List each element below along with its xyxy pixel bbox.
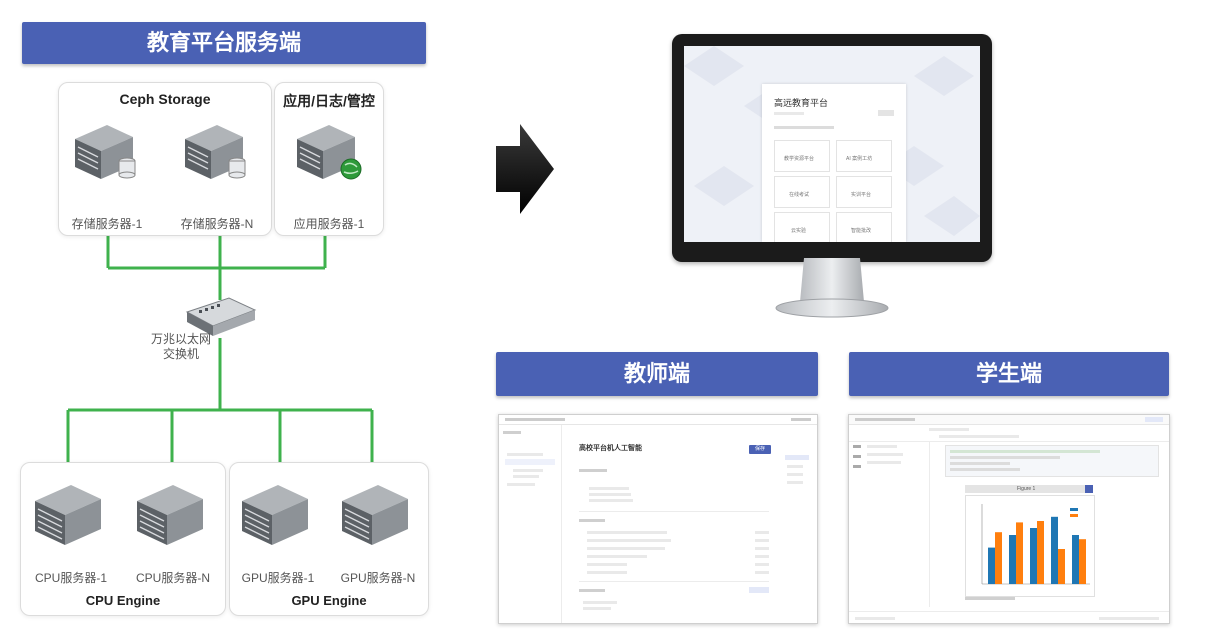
platform-card-3[interactable]: 在线考试 (774, 176, 830, 208)
platform-card-5-label: 云实验 (791, 228, 807, 234)
student-banner: 学生端 (849, 352, 1169, 396)
cpu-engine-title: CPU Engine (85, 593, 161, 608)
chart-bar (995, 532, 1002, 584)
teacher-screenshot: 高校平台机人工智能 保存 (498, 414, 818, 624)
platform-card-1[interactable]: 教学资源平台 (774, 140, 830, 172)
platform-card-6[interactable]: 智能批改 (836, 212, 892, 242)
teacher-banner: 教师端 (496, 352, 818, 396)
login-link[interactable] (878, 110, 894, 116)
gpu-server-1-icon (242, 485, 308, 545)
platform-title: 高远教育平台 (774, 98, 829, 108)
ceph-storage-panel: Ceph Storage 存储服务器-1 存储服务器-N (58, 82, 272, 236)
teacher-topbar (499, 415, 817, 425)
chart-bar (988, 547, 995, 584)
gpu-engine-panel: GPU服务器-1 GPU服务器-N GPU Engine (229, 462, 429, 616)
chart-bar (1072, 535, 1079, 584)
teacher-right-nav (785, 453, 813, 503)
network-lines (66, 232, 374, 462)
storage-server-n-label: 存储服务器-N (180, 217, 254, 231)
teacher-save-button[interactable]: 保存 (749, 445, 771, 454)
student-filebrowser (849, 441, 930, 607)
chart-legend-swatch (1070, 508, 1078, 511)
gpu-engine-title: GPU Engine (291, 593, 367, 608)
chart-legend-swatch (1070, 514, 1078, 517)
login-card: 高远教育平台 教学资源平台 AI 案例工坊 在线考试 实训平台 云实验 (762, 84, 906, 242)
chart-bar (1058, 549, 1065, 584)
switch-label: 万兆以太网 交换机 (150, 332, 211, 361)
platform-card-1-label: 教学资源平台 (784, 156, 815, 162)
platform-card-5[interactable]: 云实验 (774, 212, 830, 242)
teacher-add-button[interactable] (749, 587, 769, 593)
student-statusbar (849, 611, 1169, 623)
teacher-sidebar-active-item[interactable] (505, 459, 555, 465)
monitor: 高远教育平台 教学资源平台 AI 案例工坊 在线考试 实训平台 云实验 (672, 34, 992, 262)
teacher-course-title: 高校平台机人工智能 (579, 445, 642, 452)
monitor-stand (775, 258, 889, 318)
gpu-server-n-label: GPU服务器-N (340, 571, 416, 585)
storage-server-1-icon (75, 125, 136, 179)
student-figure-header: Figure 1 (965, 485, 1093, 493)
platform-card-2-label: AI 案例工坊 (846, 156, 873, 162)
student-figure-toolbar (965, 597, 1025, 603)
app-server-icon (297, 125, 362, 180)
platform-card-3-label: 在线考试 (789, 192, 810, 198)
monitor-screen: 高远教育平台 教学资源平台 AI 案例工坊 在线考试 实训平台 云实验 (684, 46, 980, 242)
chart-bar (1030, 528, 1037, 584)
cpu-server-1-label: CPU服务器-1 (34, 571, 107, 585)
app-server-label: 应用服务器-1 (293, 217, 365, 231)
storage-server-1-label: 存储服务器-1 (71, 217, 143, 231)
storage-server-n-icon (185, 125, 246, 179)
student-submit-button[interactable] (1145, 417, 1163, 422)
platform-card-4[interactable]: 实训平台 (836, 176, 892, 208)
student-bar-chart (981, 504, 1090, 585)
student-figure-close[interactable] (1085, 485, 1093, 493)
chart-bar (1009, 535, 1016, 584)
cpu-server-n-icon (137, 485, 203, 545)
cpu-server-1-icon (35, 485, 101, 545)
chart-bar (1037, 521, 1044, 584)
teacher-right-nav-active[interactable] (785, 455, 809, 460)
student-topbar (849, 415, 1169, 425)
student-figure-title: Figure 1 (1017, 486, 1036, 492)
chart-bar (1051, 516, 1058, 584)
student-code-cell[interactable] (945, 445, 1159, 477)
app-panel: 应用/日志/管控 应用服务器-1 (274, 82, 384, 236)
chart-bar (1079, 539, 1086, 584)
app-panel-title: 应用/日志/管控 (283, 93, 375, 109)
right-arrow-icon (496, 124, 554, 214)
gpu-server-1-label: GPU服务器-1 (241, 571, 315, 585)
platform-card-4-label: 实训平台 (851, 192, 872, 198)
cpu-server-n-label: CPU服务器-N (136, 571, 210, 585)
student-chart-area (965, 495, 1095, 597)
chart-bar (1016, 522, 1023, 584)
card-grid: 教学资源平台 AI 案例工坊 在线考试 实训平台 云实验 智能批改 (774, 140, 894, 242)
server-side-banner: 教育平台服务端 (22, 22, 426, 64)
platform-card-6-label: 智能批改 (851, 228, 872, 234)
platform-card-2[interactable]: AI 案例工坊 (836, 140, 892, 172)
student-screenshot: Figure 1 (848, 414, 1170, 624)
ceph-storage-title: Ceph Storage (119, 91, 211, 107)
gpu-server-n-icon (342, 485, 408, 545)
student-toolbar (849, 425, 1169, 442)
switch-icon (185, 297, 257, 336)
teacher-sidebar (499, 425, 562, 623)
cpu-engine-panel: CPU服务器-1 CPU服务器-N CPU Engine (20, 462, 226, 616)
